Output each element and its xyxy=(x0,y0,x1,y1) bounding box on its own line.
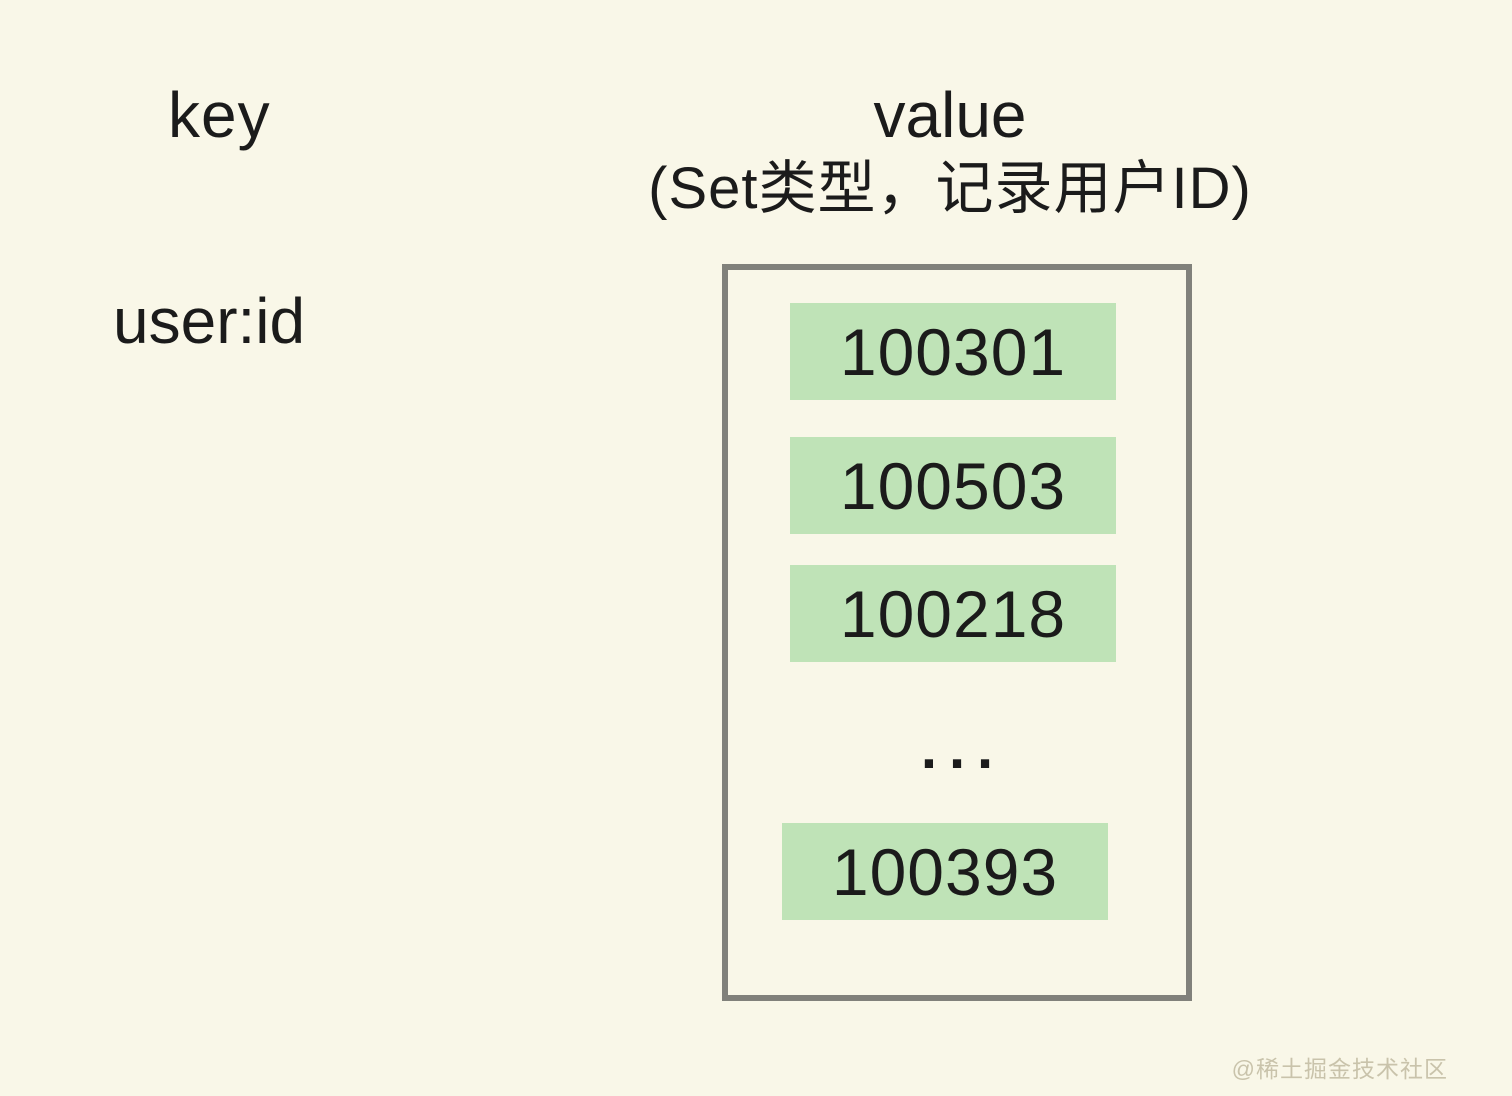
ellipsis-more-members: ... xyxy=(920,715,1006,781)
set-member: 100218 xyxy=(790,565,1116,662)
value-header-title: value xyxy=(873,79,1027,151)
set-member: 100503 xyxy=(790,437,1116,534)
value-header-subtitle: (Set类型，记录用户ID) xyxy=(648,156,1252,222)
set-member: 100301 xyxy=(790,303,1116,400)
watermark: @稀土掘金技术社区 xyxy=(1231,1056,1448,1082)
key-column-header: key xyxy=(168,79,271,151)
set-container-box: 100301 100503 100218 ... 100393 xyxy=(722,264,1192,1001)
value-column-header: value (Set类型，记录用户ID) xyxy=(560,80,1340,229)
key-name-label: user:id xyxy=(113,285,306,357)
set-member: 100393 xyxy=(782,823,1108,920)
